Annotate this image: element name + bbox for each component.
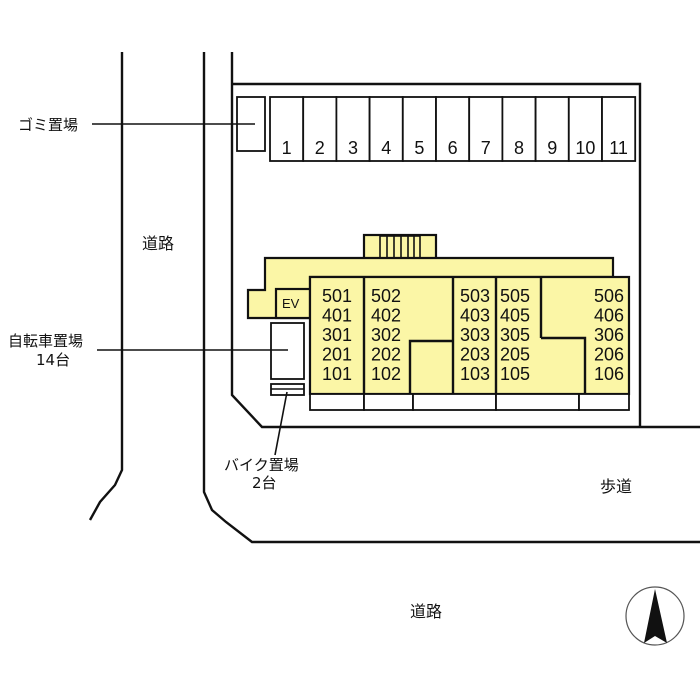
site-boundary [230, 52, 700, 429]
balcony [309, 393, 365, 411]
parking-space-number: 2 [315, 138, 325, 158]
bike-count-label: 2台 [252, 474, 277, 492]
parking-space [335, 96, 371, 162]
unit-number: 205 [500, 345, 530, 365]
elevator-label: EV [282, 296, 300, 311]
road-bottom-label: 道路 [410, 602, 442, 621]
unit-number: 502 [371, 286, 401, 306]
parking-space-number: 3 [348, 138, 358, 158]
bicycle-parking-box [270, 322, 305, 380]
unit-number: 406 [594, 306, 624, 326]
parking-space-number: 8 [514, 138, 524, 158]
site-boundary-top [232, 82, 642, 427]
parking-space-number: 10 [575, 138, 595, 158]
unit-number: 105 [500, 364, 530, 384]
balcony [363, 393, 414, 411]
unit-number: 106 [594, 364, 624, 384]
bicycle-area-label: 自転車置場 [8, 332, 83, 350]
parking-space-number: 5 [414, 138, 424, 158]
unit-step-line [541, 336, 587, 394]
parking-space [468, 96, 504, 162]
stair-tower [362, 233, 438, 261]
parking-space-number: 7 [481, 138, 491, 158]
unit-number: 203 [460, 345, 490, 365]
unit-step-line [408, 339, 453, 394]
unit-number: 301 [322, 325, 352, 345]
parking-space-number: 9 [547, 138, 557, 158]
building: EV 5014013012011015024023022021025034033… [246, 233, 631, 411]
unit-number: 501 [322, 286, 352, 306]
road-left-west-edge [88, 52, 124, 521]
parking-space-number: 6 [448, 138, 458, 158]
parking-space-number: 4 [381, 138, 391, 158]
parking-space [534, 96, 570, 162]
elevator-box [274, 287, 312, 320]
balcony [578, 393, 630, 411]
unit-numbers: 5014013012011015024023022021025034033032… [322, 286, 624, 384]
sidewalk-label: 歩道 [600, 477, 632, 496]
unit-number: 101 [322, 364, 352, 384]
unit-number: 103 [460, 364, 490, 384]
unit-number: 506 [594, 286, 624, 306]
parking-area: 1 2 3 4 5 6 7 8 9 10 11 [269, 96, 637, 162]
parking-space [302, 96, 338, 162]
unit-number: 102 [371, 364, 401, 384]
road-left-label: 道路 [142, 234, 174, 253]
parking-space-number: 1 [282, 138, 292, 158]
parking-space [567, 96, 603, 162]
parking-space [601, 96, 637, 162]
bicycle-count-label: 14台 [36, 351, 70, 369]
unit-number: 503 [460, 286, 490, 306]
unit-number: 401 [322, 306, 352, 326]
unit-number: 201 [322, 345, 352, 365]
unit-number: 305 [500, 325, 530, 345]
unit-number: 202 [371, 345, 401, 365]
balcony [412, 393, 497, 411]
parking-space-number: 11 [609, 138, 628, 158]
garbage-area-label: ゴミ置場 [18, 116, 78, 134]
parking-space [269, 96, 305, 162]
road-left-east-edge [202, 52, 700, 544]
parking-space [401, 96, 437, 162]
balcony [495, 393, 580, 411]
stairs-icon [379, 235, 421, 259]
unit-number: 402 [371, 306, 401, 326]
unit-number: 302 [371, 325, 401, 345]
unit-number: 405 [500, 306, 530, 326]
unit-number: 206 [594, 345, 624, 365]
bike-leader-line [274, 391, 288, 456]
bike-area-label: バイク置場 [224, 456, 299, 474]
unit-number: 303 [460, 325, 490, 345]
parking-space [368, 96, 404, 162]
north-arrow-icon [625, 586, 685, 646]
unit-number: 403 [460, 306, 490, 326]
unit-number: 306 [594, 325, 624, 345]
unit-number: 505 [500, 286, 530, 306]
